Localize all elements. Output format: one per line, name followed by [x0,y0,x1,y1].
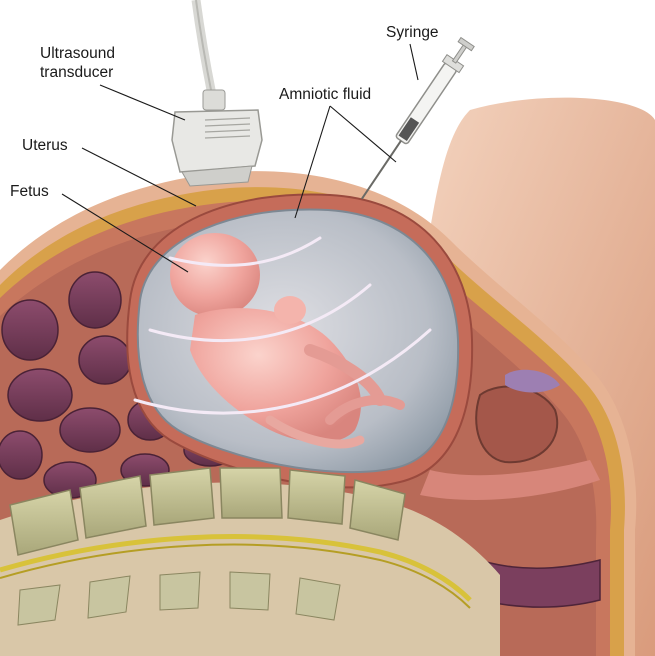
ultrasound-transducer [172,0,262,186]
label-amniotic-fluid: Amniotic fluid [279,86,371,103]
bladder [476,387,557,463]
label-syringe: Syringe [386,24,439,41]
leader-amniotic-2 [330,106,396,162]
leader-syringe [410,44,418,80]
leader-ultrasound [100,85,185,120]
label-uterus: Uterus [22,137,68,154]
label-fetus: Fetus [10,183,49,200]
label-ultrasound-line1: Ultrasound [40,45,115,62]
label-ultrasound-line2: transducer [40,64,113,81]
